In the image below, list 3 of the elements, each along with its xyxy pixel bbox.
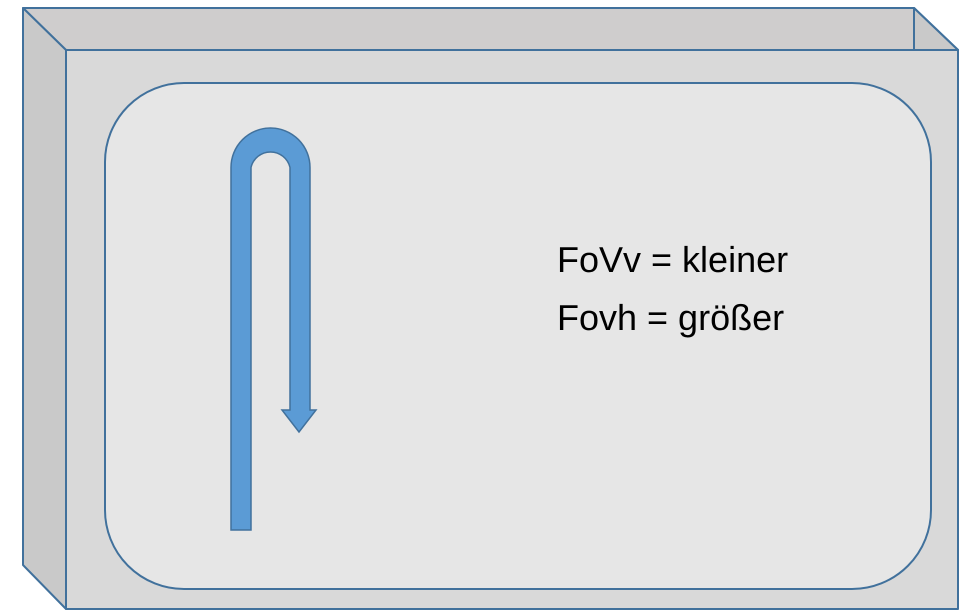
formula-text: FoVv = kleiner (557, 242, 788, 278)
rounded-panel (104, 82, 932, 590)
formula-text: Fovh = größer (557, 300, 784, 336)
